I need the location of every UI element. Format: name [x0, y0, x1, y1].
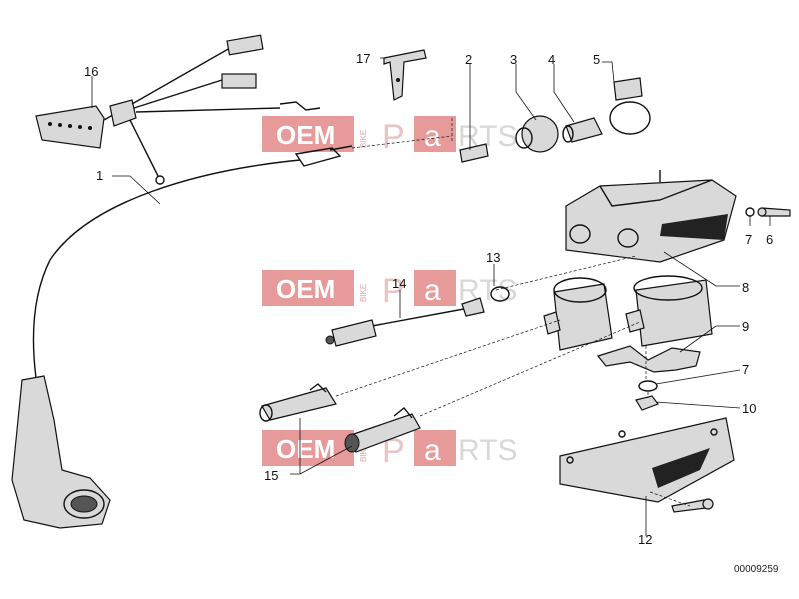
svg-text:a: a [424, 120, 441, 153]
nut [635, 395, 659, 411]
washer-small [745, 207, 755, 217]
svg-text:a: a [424, 434, 441, 467]
svg-text:BIKE: BIKE [359, 444, 368, 462]
svg-text:BIKE: BIKE [359, 284, 368, 302]
callout-15: 15 [264, 468, 278, 483]
callout-5: 5 [593, 52, 600, 67]
sleeve [459, 143, 489, 163]
svg-text:OEM: OEM [276, 120, 335, 150]
screw-small [757, 207, 791, 217]
spark-plug-lead [325, 297, 485, 347]
callout-7b: 7 [742, 362, 749, 377]
callout-labels: 1 2 3 4 5 6 7 8 9 7 10 12 13 14 15 16 17 [84, 51, 773, 547]
svg-text:OEM: OEM [276, 274, 335, 304]
svg-text:BIKE: BIKE [359, 130, 368, 148]
watermark-middle: OEM BIKE P a RTS [262, 270, 517, 310]
callout-9: 9 [742, 319, 749, 334]
callout-6: 6 [766, 232, 773, 247]
callout-2: 2 [465, 52, 472, 67]
callout-12: 12 [638, 532, 652, 547]
bracket [383, 49, 427, 101]
svg-text:OEM: OEM [276, 434, 335, 464]
callout-1: 1 [96, 168, 103, 183]
svg-text:P: P [382, 272, 405, 310]
watermark-top: OEM BIKE P a RTS [262, 116, 517, 156]
callout-16: 16 [84, 64, 98, 79]
wiring-harness-connector [35, 34, 321, 185]
spark-plug-cap-upper [259, 383, 337, 422]
leader-lines [91, 57, 771, 536]
callout-17: 17 [356, 51, 370, 66]
svg-text:RTS: RTS [458, 434, 517, 467]
connector-plug [562, 117, 603, 143]
hose-clip [490, 286, 510, 302]
drive-cable [11, 145, 353, 529]
reference-number: 00009259 [734, 564, 779, 575]
callout-3: 3 [510, 52, 517, 67]
callout-4: 4 [548, 52, 555, 67]
svg-text:P: P [382, 432, 405, 470]
mounting-plate [565, 170, 737, 263]
callout-7a: 7 [745, 232, 752, 247]
washer [638, 380, 658, 392]
clamp-strap [596, 345, 701, 373]
svg-text:a: a [424, 274, 441, 307]
svg-text:P: P [382, 118, 405, 156]
clamp [609, 77, 651, 135]
cover-bracket [559, 417, 735, 503]
screw-bottom [671, 498, 714, 513]
callout-10: 10 [742, 401, 756, 416]
assembly-lines [335, 118, 691, 507]
watermark-bottom: OEM BIKE P a RTS [262, 430, 517, 470]
ignition-coil-right [625, 275, 713, 347]
callout-8: 8 [742, 280, 749, 295]
svg-text:RTS: RTS [458, 120, 517, 153]
callout-13: 13 [486, 250, 500, 265]
callout-14: 14 [392, 276, 406, 291]
rubber-cap [515, 115, 559, 153]
ignition-coil-left [543, 277, 613, 351]
